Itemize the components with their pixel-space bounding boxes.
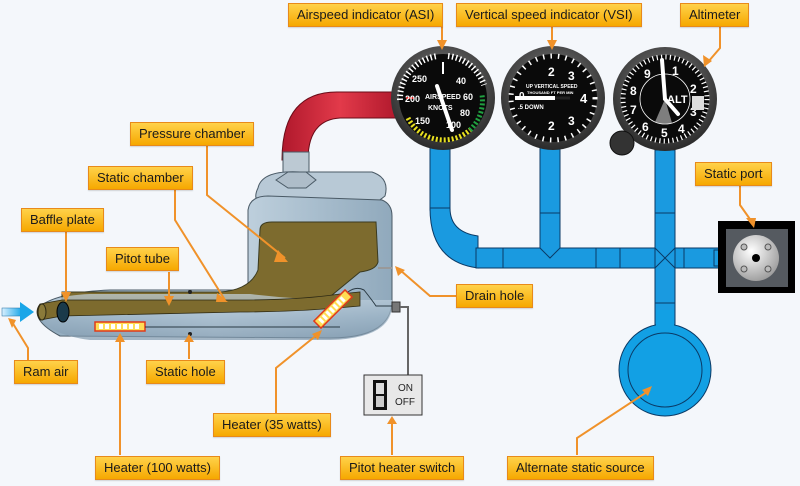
- label-ram-air: Ram air: [14, 360, 78, 384]
- alt-number-1: 1: [672, 64, 679, 78]
- asi-needle: [435, 84, 454, 132]
- vertical-speed-indicator-gauge: 2 3 4 3 2 0 UP VERTICAL SPEED THOUSAND F…: [501, 46, 605, 150]
- switch-off-label: OFF: [395, 397, 415, 408]
- asi-number-100: 100: [446, 120, 461, 130]
- alt-needle-short: [663, 97, 680, 116]
- alt-number-6: 6: [642, 120, 649, 134]
- label-static-chamber: Static chamber: [88, 166, 193, 190]
- asi-number-150: 150: [415, 116, 430, 126]
- label-pitot-tube: Pitot tube: [106, 247, 179, 271]
- leader-lines: [8, 26, 756, 455]
- alt-face-label: ALT: [667, 94, 688, 106]
- asi-number-200: 200: [405, 94, 420, 104]
- vsi-number-up-3: 3: [568, 69, 575, 83]
- alt-number-8: 8: [630, 84, 637, 98]
- alt-number-7: 7: [630, 103, 637, 117]
- static-port: [718, 221, 795, 293]
- vsi-number-down-2: 2: [548, 119, 555, 133]
- asi-face-knots: KNOTS: [428, 105, 453, 112]
- label-alternate-static-source: Alternate static source: [507, 456, 654, 480]
- vsi-face-down: .5 DOWN: [518, 105, 544, 111]
- label-static-port: Static port: [695, 162, 772, 186]
- asi-number-40: 40: [456, 76, 466, 86]
- alt-number-5: 5: [661, 126, 668, 140]
- label-baffle-plate: Baffle plate: [21, 208, 104, 232]
- alt-number-3: 3: [690, 105, 697, 119]
- label-static-hole: Static hole: [146, 360, 225, 384]
- alternate-static-source: [618, 310, 712, 417]
- asi-number-60: 60: [463, 92, 473, 102]
- pitot-line: [281, 91, 399, 161]
- ram-air-arrow-icon: [1, 302, 34, 322]
- label-altimeter: Altimeter: [680, 3, 750, 27]
- alt-number-2: 2: [690, 82, 697, 96]
- pitot-tube-assembly: [36, 151, 409, 380]
- switch-on-label: ON: [398, 383, 413, 394]
- label-asi: Airspeed indicator (ASI): [288, 3, 444, 27]
- label-heater-100: Heater (100 watts): [95, 456, 220, 480]
- pitot-heater-switch[interactable]: ON OFF: [363, 374, 423, 416]
- vsi-face-up: UP VERTICAL SPEED: [526, 84, 578, 90]
- airspeed-indicator-gauge: 250 200 150 40 60 80 100 AIRSPEED KNOTS: [391, 46, 495, 150]
- altimeter-gauge: 1 2 3 4 5 6 7 8 9 ALT: [609, 47, 717, 156]
- label-pitot-heater-switch: Pitot heater switch: [340, 456, 465, 480]
- alt-number-9: 9: [644, 67, 651, 81]
- label-pressure-chamber: Pressure chamber: [130, 122, 255, 146]
- vsi-number-down-3: 3: [568, 114, 575, 128]
- label-heater-35: Heater (35 watts): [213, 413, 331, 437]
- label-drain-hole: Drain hole: [456, 284, 534, 308]
- alt-number-4: 4: [678, 122, 685, 136]
- altimeter-knob[interactable]: [609, 130, 635, 156]
- asi-number-250: 250: [412, 74, 427, 84]
- asi-number-80: 80: [460, 108, 470, 118]
- vsi-number-4: 4: [580, 91, 588, 106]
- alt-needle-long: [660, 58, 667, 101]
- vsi-number-up-2: 2: [548, 65, 555, 79]
- vsi-face-thousand: THOUSAND FT PER MIN: [527, 90, 574, 95]
- label-vsi: Vertical speed indicator (VSI): [456, 3, 642, 27]
